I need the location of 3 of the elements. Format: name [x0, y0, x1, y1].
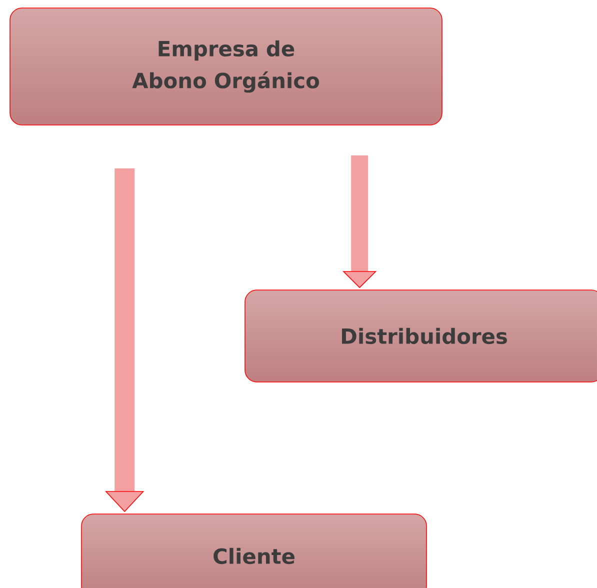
process-box: Empresa de Abono Orgánico — [10, 8, 442, 126]
process-box: Distribuidores — [244, 290, 597, 382]
process-box: Cliente — [81, 514, 427, 588]
